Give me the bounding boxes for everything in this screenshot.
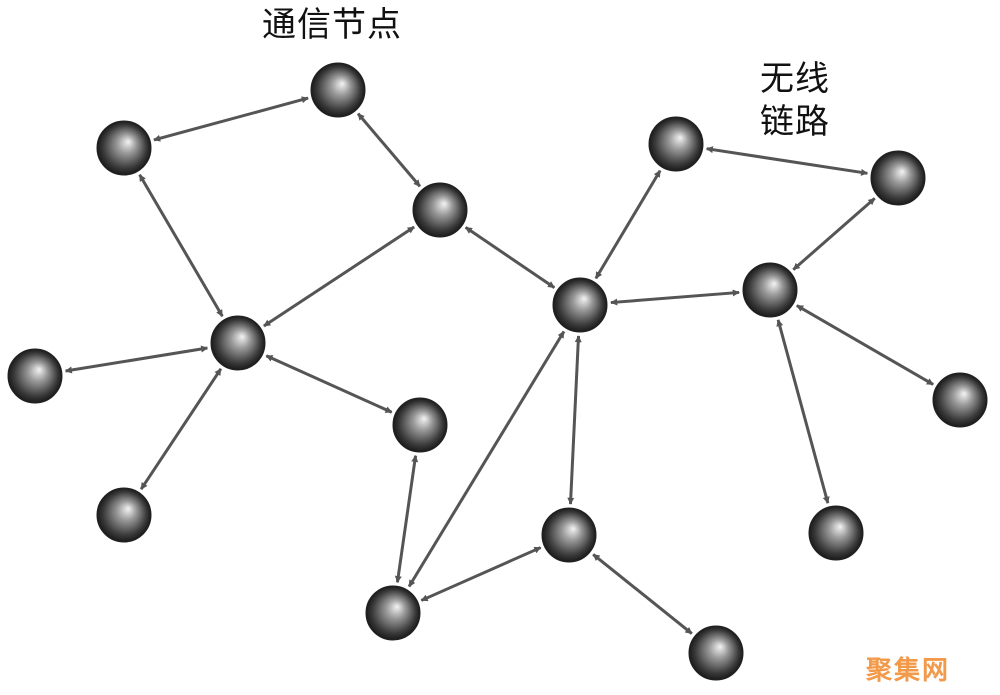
communication-node bbox=[96, 120, 152, 176]
wireless-link bbox=[610, 289, 740, 306]
communication-node bbox=[310, 62, 366, 118]
communication-node bbox=[210, 315, 266, 371]
wireless-link bbox=[776, 319, 830, 504]
watermark-text: 聚集网 bbox=[865, 656, 950, 686]
wireless-link bbox=[356, 112, 422, 188]
wireless-link bbox=[407, 330, 566, 588]
communication-node bbox=[932, 372, 988, 428]
node-label: 通信节点 bbox=[262, 5, 402, 45]
link-label-line2: 链路 bbox=[760, 101, 830, 142]
communication-node bbox=[96, 487, 152, 543]
communication-node bbox=[541, 507, 597, 563]
communication-node bbox=[552, 277, 608, 333]
wireless-link bbox=[263, 225, 415, 328]
wireless-link bbox=[139, 368, 223, 490]
communication-node bbox=[365, 585, 421, 641]
communication-node bbox=[808, 505, 864, 561]
wireless-link bbox=[594, 169, 662, 280]
links-layer bbox=[64, 96, 934, 635]
wireless-link bbox=[394, 454, 419, 584]
wireless-link bbox=[265, 354, 393, 414]
link-label-line1: 无线 bbox=[760, 59, 830, 99]
wireless-link bbox=[464, 226, 556, 289]
communication-node bbox=[7, 348, 63, 404]
wireless-link bbox=[705, 146, 869, 176]
wireless-link bbox=[796, 304, 934, 386]
wireless-link bbox=[64, 345, 209, 374]
nodes-layer bbox=[7, 62, 988, 681]
wireless-link bbox=[567, 335, 582, 505]
wireless-link bbox=[153, 96, 309, 142]
communication-node bbox=[392, 397, 448, 453]
communication-node bbox=[412, 182, 468, 238]
communication-node bbox=[648, 116, 704, 172]
communication-node bbox=[742, 262, 798, 318]
wireless-link bbox=[138, 174, 224, 317]
communication-node bbox=[870, 150, 926, 206]
wireless-link bbox=[420, 546, 542, 602]
communication-node bbox=[688, 625, 744, 681]
wireless-link bbox=[592, 553, 693, 635]
link-label: 无线 链路 bbox=[760, 58, 850, 143]
wireless-link bbox=[792, 197, 876, 271]
